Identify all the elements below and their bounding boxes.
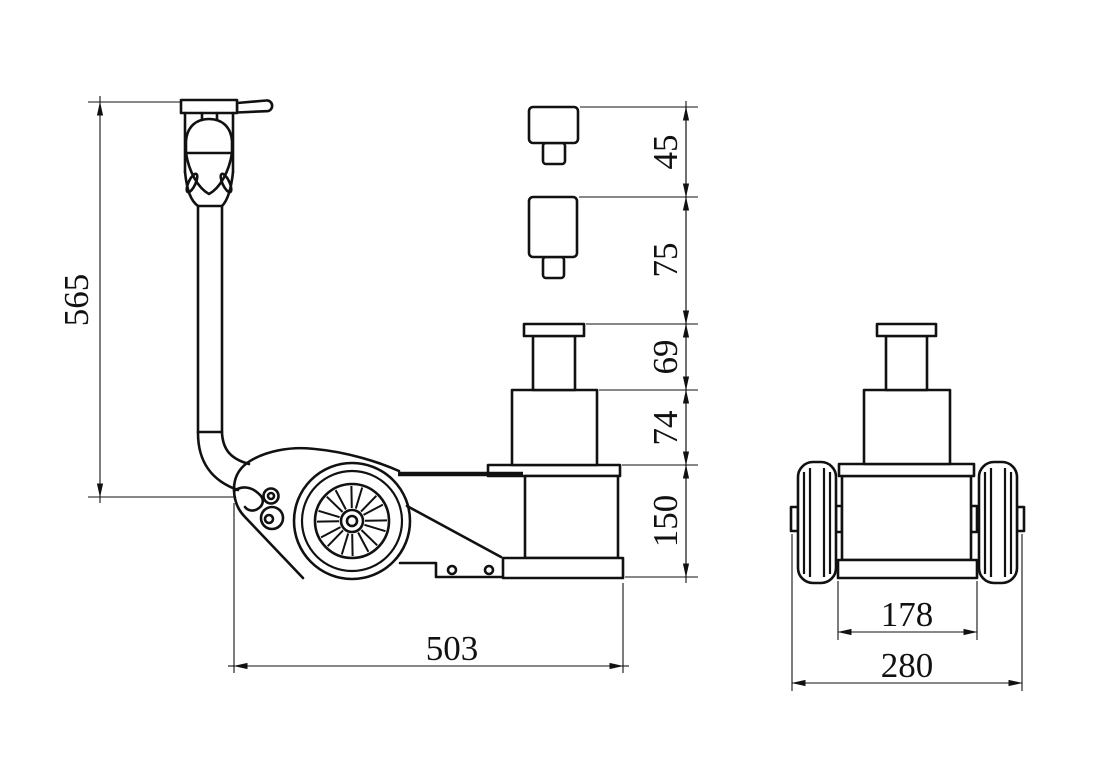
chassis-body [523, 474, 620, 560]
dimension-label: 565 [57, 274, 96, 327]
front-ram-saddle [875, 322, 938, 338]
ram-stage-2 [510, 388, 599, 467]
chassis-base-plate [501, 556, 625, 580]
dimension-overall-height: 565 [57, 96, 234, 503]
dimension-frame-width: 178 [837, 581, 978, 640]
dimension-label: 69 [646, 340, 685, 375]
front-wheel-left [796, 460, 838, 585]
side-view [179, 98, 625, 581]
dimension-label: 503 [426, 629, 479, 668]
adapter-large [527, 195, 579, 280]
ram-piston [531, 334, 577, 392]
front-wheel-right [977, 460, 1019, 585]
wheel-spokes [316, 485, 388, 557]
wheel-axle-hole [345, 514, 359, 528]
wheel-bracket [232, 446, 401, 580]
dimension-overall-length: 503 [228, 503, 629, 673]
dimension-label: 178 [881, 595, 934, 634]
side-wheel [292, 461, 412, 581]
wheel-hub [339, 508, 365, 534]
front-top-plate [837, 462, 976, 478]
chassis-front-slope [405, 504, 503, 559]
front-view [789, 322, 1026, 585]
foot-bolt [483, 564, 495, 576]
chassis-foot-step [398, 561, 505, 579]
chassis [398, 463, 625, 580]
dimension-overall-width: 280 [791, 534, 1023, 691]
valve-cap [179, 98, 239, 115]
front-base-plate [836, 558, 979, 580]
dimension-label: 280 [881, 646, 934, 685]
release-lever [235, 99, 274, 114]
control-handle [179, 98, 274, 492]
foot-bolt [446, 564, 458, 576]
grip-slot-left [185, 172, 199, 194]
latch-pin [262, 487, 280, 505]
dimension-label: 150 [646, 495, 685, 548]
front-ram-stage-2 [862, 388, 952, 466]
latch-hook [232, 486, 265, 512]
front-body [840, 474, 973, 562]
front-ram-piston [884, 334, 929, 392]
lift-ram [510, 322, 599, 467]
dimension-chain-right: 45 75 69 74 150 [579, 101, 698, 583]
dimensions: 565 45 75 69 74 150 [57, 96, 1023, 691]
dimension-label: 74 [646, 411, 685, 446]
ram-saddle [522, 322, 586, 338]
dimension-label: 75 [646, 243, 685, 278]
dimension-label: 45 [646, 135, 685, 170]
adapter-small [527, 105, 580, 166]
grip-slot-right [219, 172, 233, 194]
extension-adapters [527, 105, 580, 280]
